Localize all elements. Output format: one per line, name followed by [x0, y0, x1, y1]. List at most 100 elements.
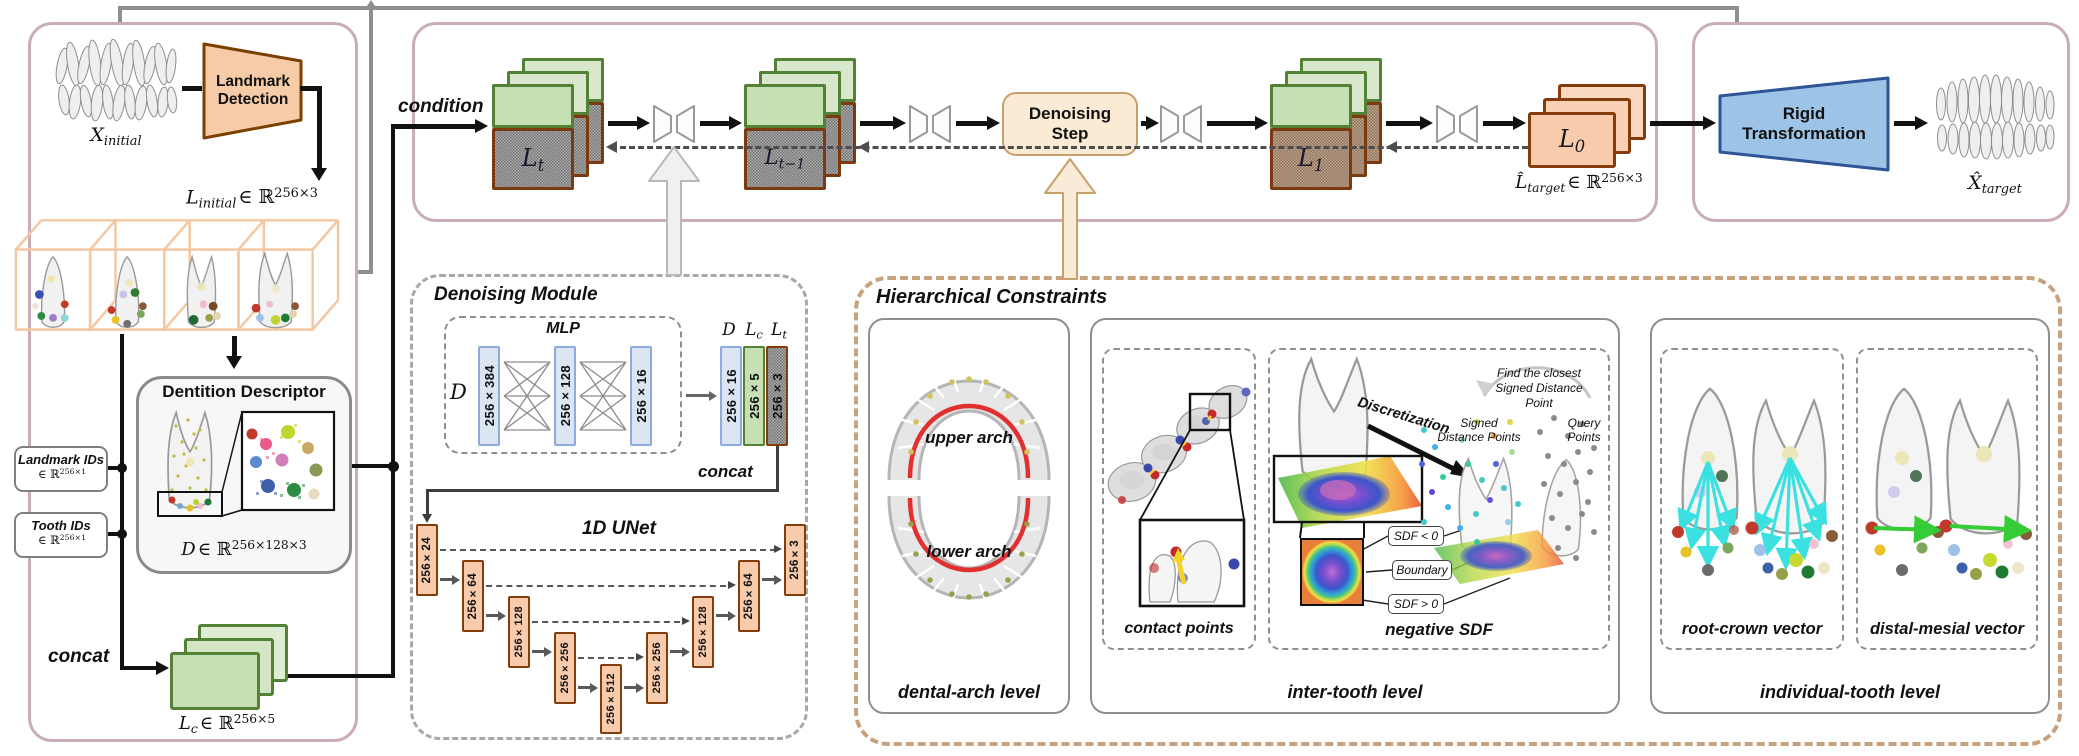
stack-bar-lc: 256×5: [743, 346, 765, 446]
arrowhead-icon: [452, 574, 460, 585]
l0-label: L0: [1558, 124, 1586, 156]
flow-arrow: [956, 121, 988, 126]
stack-lc-label: Lc: [745, 320, 763, 342]
unet-dec-bar: 256×128: [692, 596, 714, 668]
unet-bowtie-icon: [1436, 105, 1478, 143]
arrowhead-icon: [1146, 116, 1159, 130]
arrowhead-to-linitial-icon: [311, 168, 327, 181]
distal-mesial-illustration: [1865, 387, 2032, 580]
contact-points-box: [1102, 348, 1256, 650]
descriptor-dim-label: D∈ ℝ256×128×3: [181, 538, 307, 561]
contact-points-illustration: [1107, 385, 1251, 608]
landmark-ids-box: Landmark IDs ∈ ℝ256×1: [14, 446, 108, 492]
constraints-up-arrow: [1044, 158, 1096, 280]
flow-arrow: [1894, 121, 1916, 126]
arrowhead-to-descriptor-icon: [226, 356, 242, 369]
arrowhead-icon: [774, 574, 782, 585]
unet-arrow: [532, 650, 544, 653]
concat-left-label: concat: [48, 646, 110, 667]
dental-arch-panel: [868, 318, 1070, 714]
arrowhead-icon: [709, 390, 717, 401]
unet-arrow: [578, 686, 590, 689]
unet-skip: [532, 621, 680, 623]
landmark-ids-dim: ∈ ℝ256×1: [37, 467, 87, 481]
flow-arrow: [860, 121, 894, 126]
sdf-slice-square: [1300, 538, 1364, 606]
hierarchical-constraints-title: Hierarchical Constraints: [876, 286, 1108, 308]
lower-arch-label: lower arch: [926, 542, 1012, 561]
mlp-box: [444, 316, 682, 454]
root-crown-illustration: [1672, 387, 1838, 580]
x-target-label: X̂target: [1968, 172, 2022, 197]
unet-arrow: [716, 614, 728, 617]
unet-dec-bar: 256×64: [738, 560, 760, 632]
lc-label: Lc∈ ℝ256×5: [178, 712, 276, 736]
arrowhead-icon: [987, 116, 1000, 130]
wire-landmark-ids: [108, 466, 123, 470]
reverse-arrowhead-icon: [606, 141, 617, 153]
individual-tooth-caption: individual-tooth level: [1759, 682, 1940, 702]
arrowhead-icon: [1915, 116, 1928, 130]
arrowhead-icon: [544, 646, 552, 657]
individual-tooth-panel: [1650, 318, 2050, 714]
arrowhead-icon: [774, 544, 782, 553]
lt1-label: Lt−1: [764, 145, 806, 173]
landmark-grid-illustration: [14, 219, 340, 331]
stack-lt-label: Lt: [771, 320, 787, 342]
arrowhead-icon: [728, 580, 736, 589]
wire-linitial-to-descriptor: [232, 336, 237, 358]
mlp-layer-bar: 256×16: [630, 346, 652, 446]
junction-dot: [117, 529, 127, 539]
rail-junction-arrow-icon: [365, 0, 377, 9]
reverse-arrowhead-icon: [1386, 141, 1397, 153]
arrowhead-condition-icon: [475, 119, 488, 133]
stack-d-label: D: [722, 320, 736, 340]
unet-arrow: [670, 650, 682, 653]
unet-arrow: [762, 578, 774, 581]
upper-arch-label: upper arch: [925, 428, 1013, 447]
rail-rise-linitial: [369, 8, 373, 272]
arrowhead-icon: [682, 646, 690, 657]
flow-arrow: [1386, 121, 1421, 126]
arrowhead-concat-icon: [156, 661, 169, 675]
flow-arrow: [608, 121, 638, 126]
block-lt1: Lt−1: [744, 58, 856, 190]
arrowhead-icon: [1420, 116, 1433, 130]
arrowhead-icon: [636, 682, 644, 693]
distal-mesial-box: [1856, 348, 2038, 650]
flow-arrow: [1650, 121, 1704, 126]
unet-bowtie-icon: [653, 105, 695, 143]
flow-arrow: [1207, 121, 1256, 126]
arrow-xinitial-to-landmark: [182, 86, 202, 91]
reverse-arrowhead-icon: [858, 141, 869, 153]
l1-label: L1: [1297, 143, 1325, 175]
unet-skip: [486, 585, 726, 587]
wire-left-bus: [120, 334, 124, 670]
unet-skip: [578, 657, 634, 659]
arrowhead-icon: [590, 682, 598, 693]
junction-dot: [388, 461, 399, 472]
find-closest-note: Find the closest Signed Distance Point: [1495, 366, 1583, 410]
negative-sdf-box: [1268, 348, 1610, 650]
mlp-out-arrow: [686, 394, 710, 397]
wire-landmark-out-h: [300, 86, 322, 91]
block-lt: Lt: [492, 58, 604, 190]
arrowhead-icon: [1255, 116, 1268, 130]
unet-enc-bar: 256×128: [508, 596, 530, 668]
upper-arch-illustration: [887, 367, 1051, 481]
dentition-descriptor-title: Dentition Descriptor: [162, 382, 326, 401]
denoising-module-panel: [410, 274, 808, 740]
arrowhead-icon: [1513, 116, 1526, 130]
fc-connections-icon: [503, 361, 551, 431]
teeth-initial-illustration: [55, 38, 178, 122]
denoising-module-title: Denoising Module: [434, 284, 598, 305]
lc-tensor-stack: [170, 624, 288, 710]
unet-dec-bar: 256×3: [784, 524, 806, 596]
block-l1: L1: [1270, 58, 1382, 190]
l-initial-label: Linitial∈ ℝ256×3: [186, 186, 318, 212]
wire-concat-v1: [776, 446, 779, 491]
landmark-detection-trapezoid: [202, 42, 303, 140]
negative-sdf-illustration: [1272, 355, 1597, 605]
mlp-layer-bar: 256×128: [554, 346, 576, 446]
